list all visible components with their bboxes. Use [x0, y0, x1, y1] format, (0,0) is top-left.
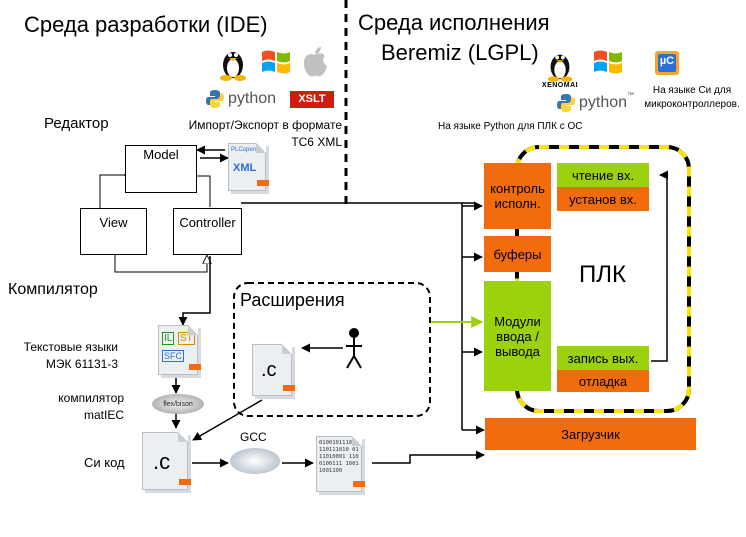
- windows-icon: [258, 44, 294, 80]
- model-box: Model: [125, 145, 197, 193]
- view-label: View: [99, 215, 128, 230]
- apple-icon: [300, 44, 330, 80]
- text-languages-label: Текстовые языки МЭК 61131-3: [23, 340, 118, 371]
- compiler-label: Компилятор: [8, 281, 98, 298]
- python-plc-label: На языке Python для ПЛК с ОС: [438, 121, 583, 132]
- editor-label: Редактор: [44, 115, 109, 132]
- extensions-label: Расширения: [240, 290, 345, 310]
- linux-icon: [218, 45, 248, 81]
- control-block: контроль исполн.: [484, 163, 551, 229]
- model-label: Model: [143, 147, 179, 162]
- c-microcontroller-label: На языке Си для микроконтроллеров.: [644, 85, 740, 110]
- iec-languages-document-icon: IL ST SFC: [158, 325, 201, 375]
- io-modules-block: Модули ввода / вывода: [484, 281, 551, 391]
- windows-icon-runtime: [590, 44, 626, 80]
- microcontroller-icon: µC: [652, 48, 682, 78]
- gcc-label: GCC: [240, 430, 267, 444]
- runtime-heading: Среда исполнения: [358, 10, 550, 35]
- read-inputs-block: чтение вх.: [557, 163, 649, 187]
- python-logo-ide: python: [205, 88, 285, 110]
- write-outputs-block: запись вых.: [557, 346, 649, 370]
- controller-box: Controller: [173, 208, 242, 255]
- view-box: View: [80, 208, 147, 255]
- extension-c-document-icon: .c: [252, 344, 295, 396]
- xml-document-icon: PLCopen XML: [228, 143, 269, 191]
- plc-label: ПЛК: [579, 261, 626, 288]
- import-export-label: Импорт/Экспорт в формате TC6 XML: [188, 118, 342, 149]
- flex-bison-gear-icon: flex/bison: [152, 394, 204, 414]
- c-code-label: Си код: [84, 455, 125, 470]
- ide-heading: Среда разработки (IDE): [24, 12, 268, 37]
- python-logo-runtime: python ™: [556, 92, 636, 114]
- c-code-document-icon: .c: [142, 432, 191, 490]
- runtime-heading-beremiz: Beremiz (LGPL): [381, 40, 539, 65]
- buffers-block: буферы: [484, 236, 551, 272]
- set-inputs-block: установ вх.: [557, 187, 649, 211]
- xenomai-icon: XENOMAI: [540, 45, 580, 91]
- binary-document-icon: 0100101110 0110111010 0111010001 1100100…: [316, 436, 365, 492]
- python-icon-runtime: [557, 94, 575, 112]
- loader-block: Загрузчик: [485, 418, 696, 450]
- python-icon: [206, 90, 224, 108]
- gcc-gear-icon: [230, 448, 280, 474]
- matiec-label: компилятор matIEC: [58, 391, 124, 422]
- controller-label: Controller: [179, 215, 236, 230]
- debug-block: отладка: [557, 370, 649, 392]
- xslt-logo: XSLT: [290, 91, 334, 108]
